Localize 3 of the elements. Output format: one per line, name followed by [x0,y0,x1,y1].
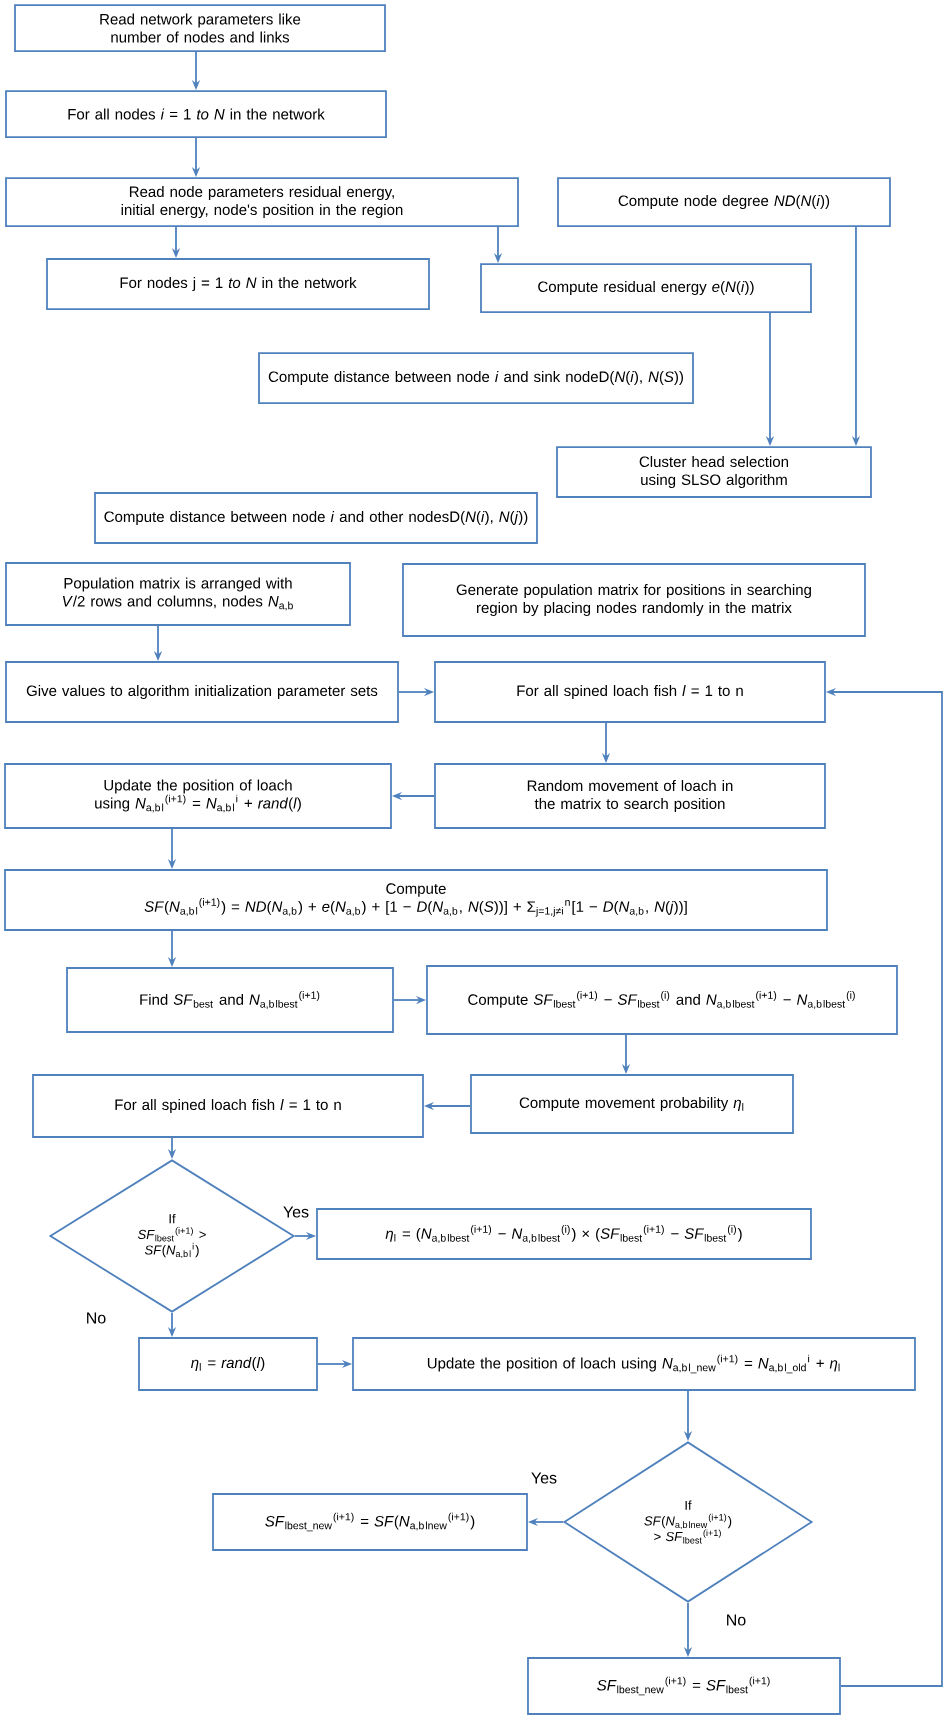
edge-label: No [723,1612,749,1628]
edge-label: No [83,1310,109,1326]
edge-label: Yes [528,1470,560,1486]
